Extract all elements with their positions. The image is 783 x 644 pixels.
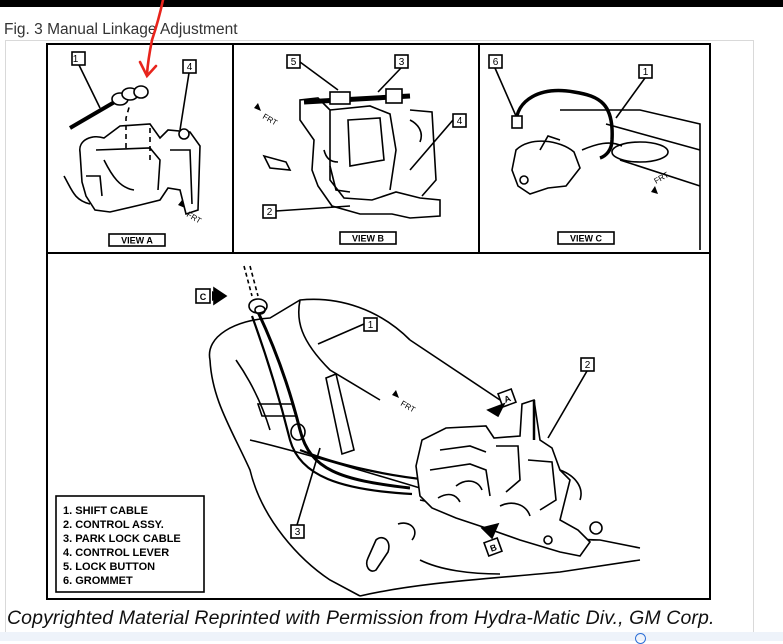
legend: 1. SHIFT CABLE 2. CONTROL ASSY. 3. PARK … xyxy=(63,505,181,587)
main-frt: FRT xyxy=(399,399,417,415)
view-a-callout-1 xyxy=(71,51,86,66)
view-c-marker-text: C xyxy=(200,292,207,302)
figure-title: Fig. 3 Manual Linkage Adjustment xyxy=(4,21,238,38)
view-c-frt-arrow-icon xyxy=(651,186,658,194)
legend-item: 2. CONTROL ASSY. xyxy=(63,519,164,531)
view-c-label: VIEW C xyxy=(570,234,603,244)
view-a-frt-arrow-icon xyxy=(178,200,185,208)
legend-item: 5. LOCK BUTTON xyxy=(63,561,155,573)
view-c-marker xyxy=(195,288,211,304)
view-b-marker xyxy=(483,537,503,557)
view-a-callout-4-text: 4 xyxy=(187,62,193,73)
view-b-callout-2 xyxy=(262,204,277,219)
view-c-callout-1 xyxy=(638,64,653,79)
view-b-callout-3-text: 3 xyxy=(399,57,405,68)
view-b-marker-text: B xyxy=(489,542,499,554)
view-b-label-box xyxy=(339,231,397,245)
view-b-label: VIEW B xyxy=(352,234,385,244)
view-c-callout-1-text: 1 xyxy=(643,67,649,78)
view-b-frt: FRT xyxy=(261,112,279,128)
view-a-panel xyxy=(63,51,201,247)
view-a-label-box xyxy=(108,233,166,247)
legend-item: 3. PARK LOCK CABLE xyxy=(63,533,181,545)
bottom-strip xyxy=(0,632,783,641)
view-b-callout-4-text: 4 xyxy=(457,116,463,127)
view-a-callout-1-text: 1 xyxy=(73,54,79,65)
view-b-callout-3 xyxy=(394,54,409,69)
view-b-callout-5 xyxy=(286,54,301,69)
main-callout-2 xyxy=(580,357,595,372)
figure-frame xyxy=(5,40,754,640)
legend-item: 6. GROMMET xyxy=(63,575,133,587)
view-b-callout-5-text: 5 xyxy=(291,57,297,68)
red-annotation-arrow-icon xyxy=(138,0,165,79)
top-bar xyxy=(0,0,783,7)
view-c-frt: FRT xyxy=(653,170,671,186)
legend-item: 1. SHIFT CABLE xyxy=(63,505,148,517)
view-a-marker xyxy=(497,388,517,408)
view-c-label-box xyxy=(557,231,615,245)
info-icon[interactable] xyxy=(635,633,646,644)
view-b-callout-2-text: 2 xyxy=(267,207,273,218)
copyright-notice: Copyrighted Material Reprinted with Perm… xyxy=(7,607,715,629)
main-callout-1-text: 1 xyxy=(368,320,374,331)
view-a-marker-text: A xyxy=(503,393,513,405)
view-a-callout-4 xyxy=(182,59,197,74)
main-frt-arrow-icon xyxy=(392,390,399,398)
legend-item: 4. CONTROL LEVER xyxy=(63,547,169,559)
view-a-frt: FRT xyxy=(185,210,203,226)
main-callout-2-text: 2 xyxy=(585,360,591,371)
view-c-panel xyxy=(488,54,701,250)
main-panel xyxy=(55,265,641,597)
main-callout-3-text: 3 xyxy=(295,527,301,538)
view-b-panel xyxy=(262,54,467,245)
view-a-label: VIEW A xyxy=(121,236,153,246)
legend-box xyxy=(55,495,205,593)
view-c-callout-6-text: 6 xyxy=(493,57,499,68)
view-b-frt-arrow-icon xyxy=(254,103,261,111)
diagram-border xyxy=(46,43,711,600)
